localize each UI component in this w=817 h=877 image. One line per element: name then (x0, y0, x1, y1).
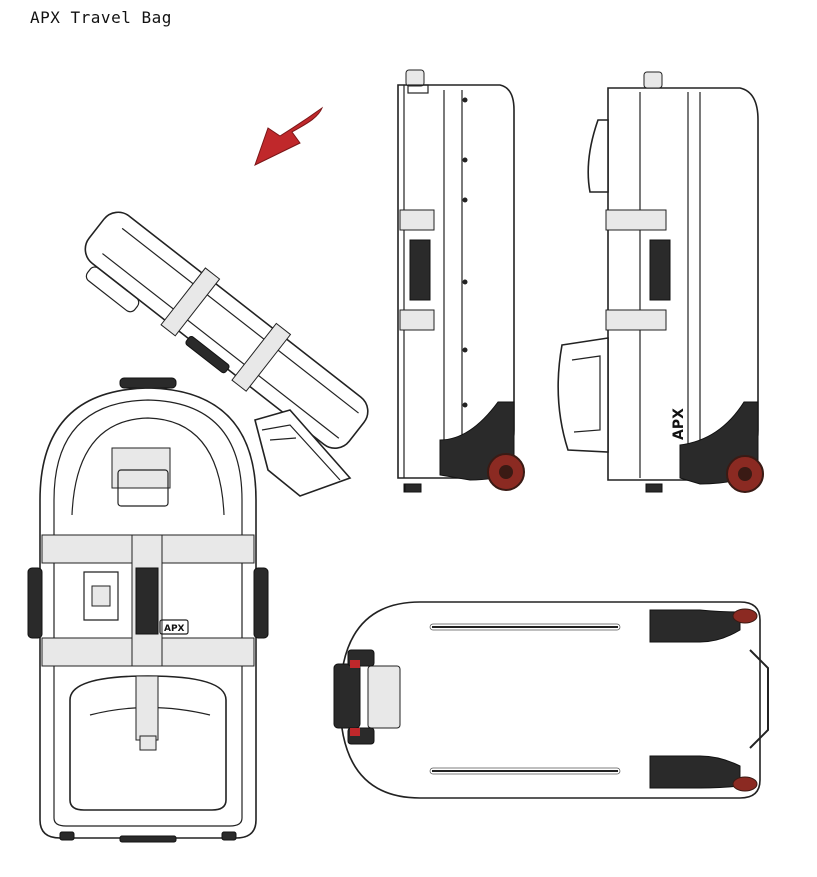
top-view (333, 601, 769, 799)
side-logo: APX (671, 408, 687, 440)
tilted-bag-view (84, 211, 369, 449)
curved-arrow-icon (254, 106, 324, 166)
front-view: APX (27, 377, 269, 843)
side-view-right: APX (557, 71, 764, 493)
side-view-left (397, 69, 525, 493)
front-logo: APX (164, 624, 185, 634)
page-title: APX Travel Bag (30, 8, 172, 27)
